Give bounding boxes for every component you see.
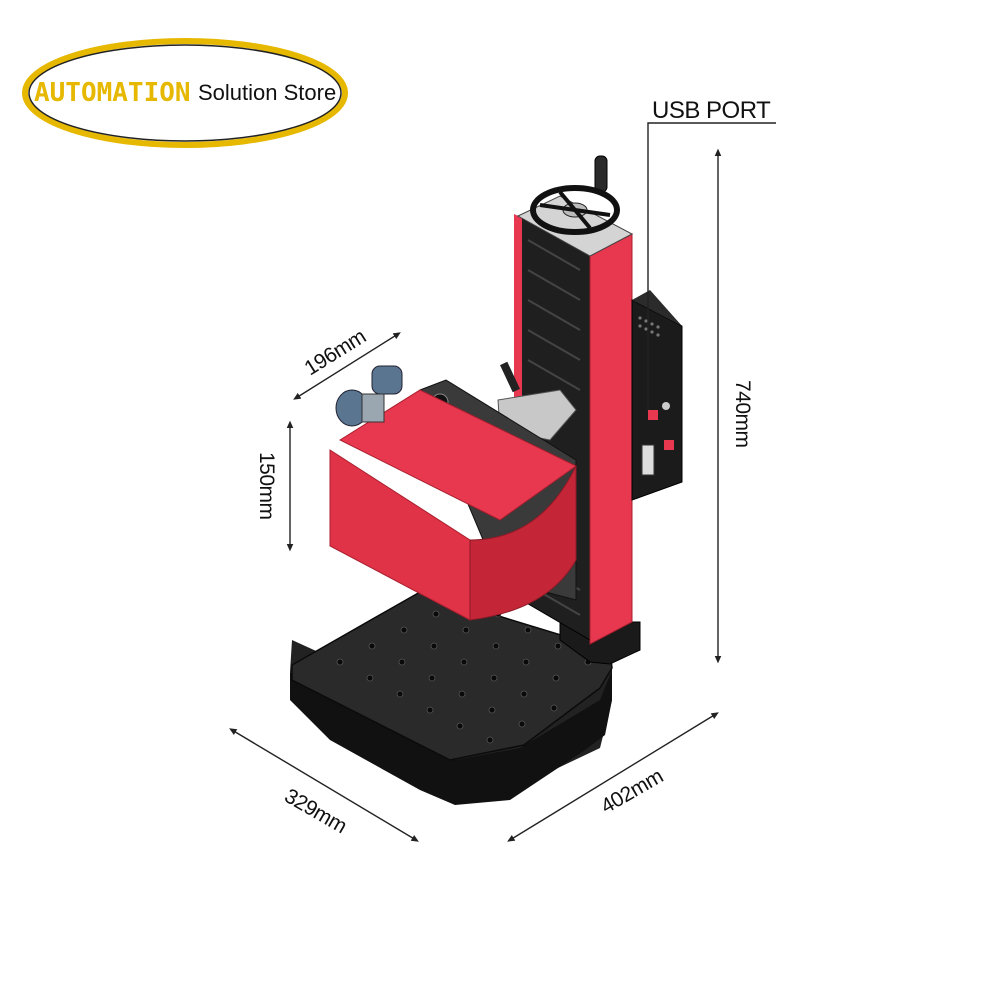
usb-port-label: USB PORT bbox=[652, 97, 771, 124]
usb-port-icon bbox=[648, 410, 658, 420]
dim-total-height: 740mm bbox=[731, 380, 754, 448]
logo-tagline: Solution Store bbox=[198, 80, 336, 105]
usb-port-leader bbox=[647, 122, 776, 410]
dim-head-depth: 196mm bbox=[300, 325, 369, 380]
dim-line-base-width bbox=[229, 728, 419, 842]
logo-ring bbox=[22, 38, 348, 148]
control-box bbox=[631, 290, 683, 501]
dim-base-length: 402mm bbox=[597, 765, 667, 819]
dim-base-width: 329mm bbox=[281, 784, 351, 838]
logo-brand: AUTOMATION bbox=[34, 78, 191, 108]
dim-line-head-depth bbox=[293, 332, 401, 400]
handwheel-icon bbox=[530, 155, 620, 235]
marking-head bbox=[329, 365, 577, 621]
dimension-lines bbox=[229, 122, 776, 842]
dim-line-base-length bbox=[507, 712, 719, 842]
store-logo: AUTOMATION Solution Store bbox=[22, 38, 348, 148]
dim-head-height: 150mm bbox=[255, 452, 278, 520]
